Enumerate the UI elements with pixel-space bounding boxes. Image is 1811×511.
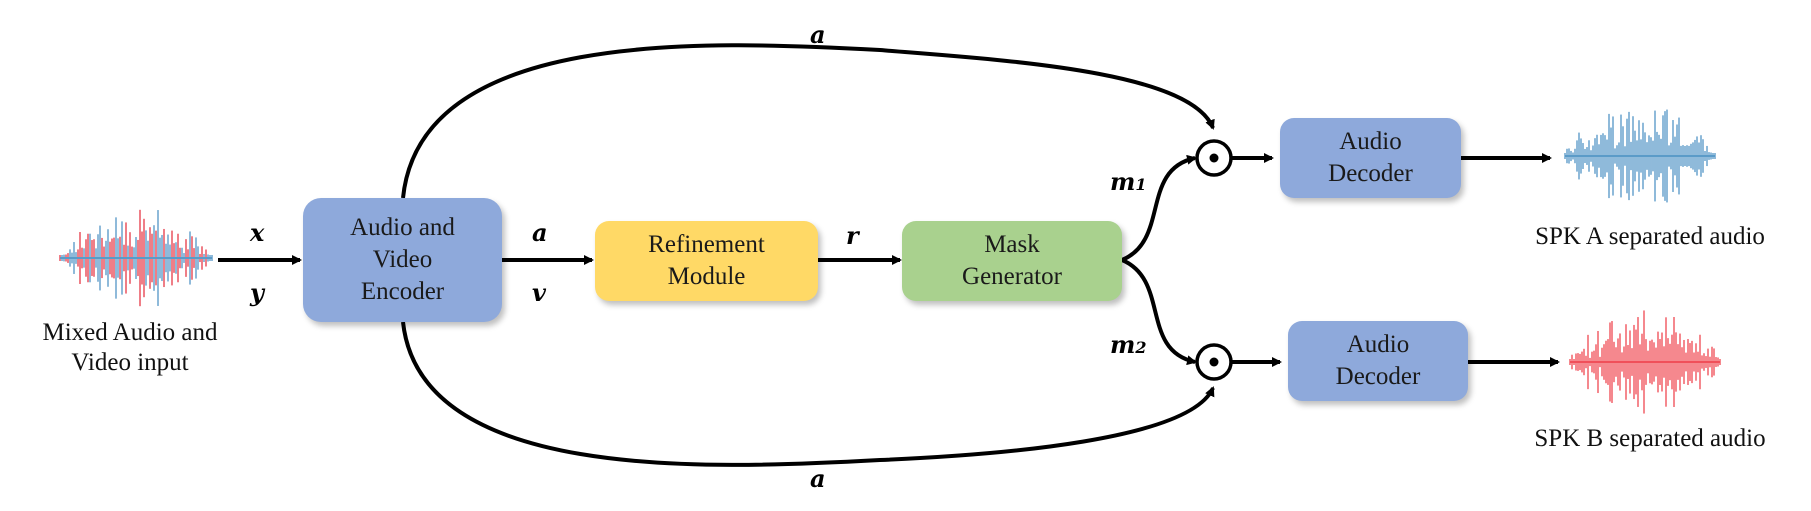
symbol-r: r (846, 221, 859, 250)
symbol-m2-base: m (1110, 330, 1136, 359)
symbol-m1-sub: 1 (1135, 175, 1147, 194)
output-b-caption: SPK B separated audio (1534, 425, 1766, 452)
input-waveform (59, 209, 213, 307)
arrow-skip-bottom (401, 321, 1215, 467)
mask-generator-label: Mask Generator (962, 231, 1062, 290)
symbol-y: y (250, 278, 264, 307)
symbol-a-enc: a (532, 218, 548, 247)
encoder-label: Audio and Video Encoder (350, 214, 455, 305)
output-a-waveform (1564, 109, 1716, 203)
symbol-a-bottom: a (810, 464, 826, 493)
arrow-skip-top (401, 43, 1215, 199)
refinement-module: Refinement Module (595, 221, 818, 301)
symbol-m1: m1 (1110, 167, 1147, 196)
arrow-mask1 (1121, 154, 1197, 262)
decoder-b-label: Audio Decoder (1335, 331, 1421, 390)
symbol-x: x (250, 218, 265, 247)
symbol-a-top: a (810, 20, 826, 49)
output-a-caption: SPK A separated audio (1535, 223, 1765, 250)
input-caption: Mixed Audio and Video input (42, 319, 218, 376)
symbol-m1-base: m (1110, 167, 1136, 196)
mask-generator: Mask Generator (902, 221, 1122, 301)
refinement-label: Refinement Module (648, 231, 765, 290)
arrow-mask2 (1121, 258, 1197, 366)
multiply-node-2-dot (1209, 357, 1219, 367)
symbol-v-enc: v (532, 278, 546, 307)
audio-video-encoder: Audio and Video Encoder (303, 198, 502, 322)
symbol-m2: m2 (1110, 330, 1147, 359)
decoder-a-label: Audio Decoder (1328, 128, 1413, 187)
audio-decoder-a: Audio Decoder (1280, 118, 1461, 198)
audio-decoder-b: Audio Decoder (1288, 321, 1468, 401)
symbol-m2-sub: 2 (1135, 338, 1147, 357)
output-b-waveform (1569, 310, 1721, 414)
multiply-node-1-dot (1209, 153, 1219, 163)
